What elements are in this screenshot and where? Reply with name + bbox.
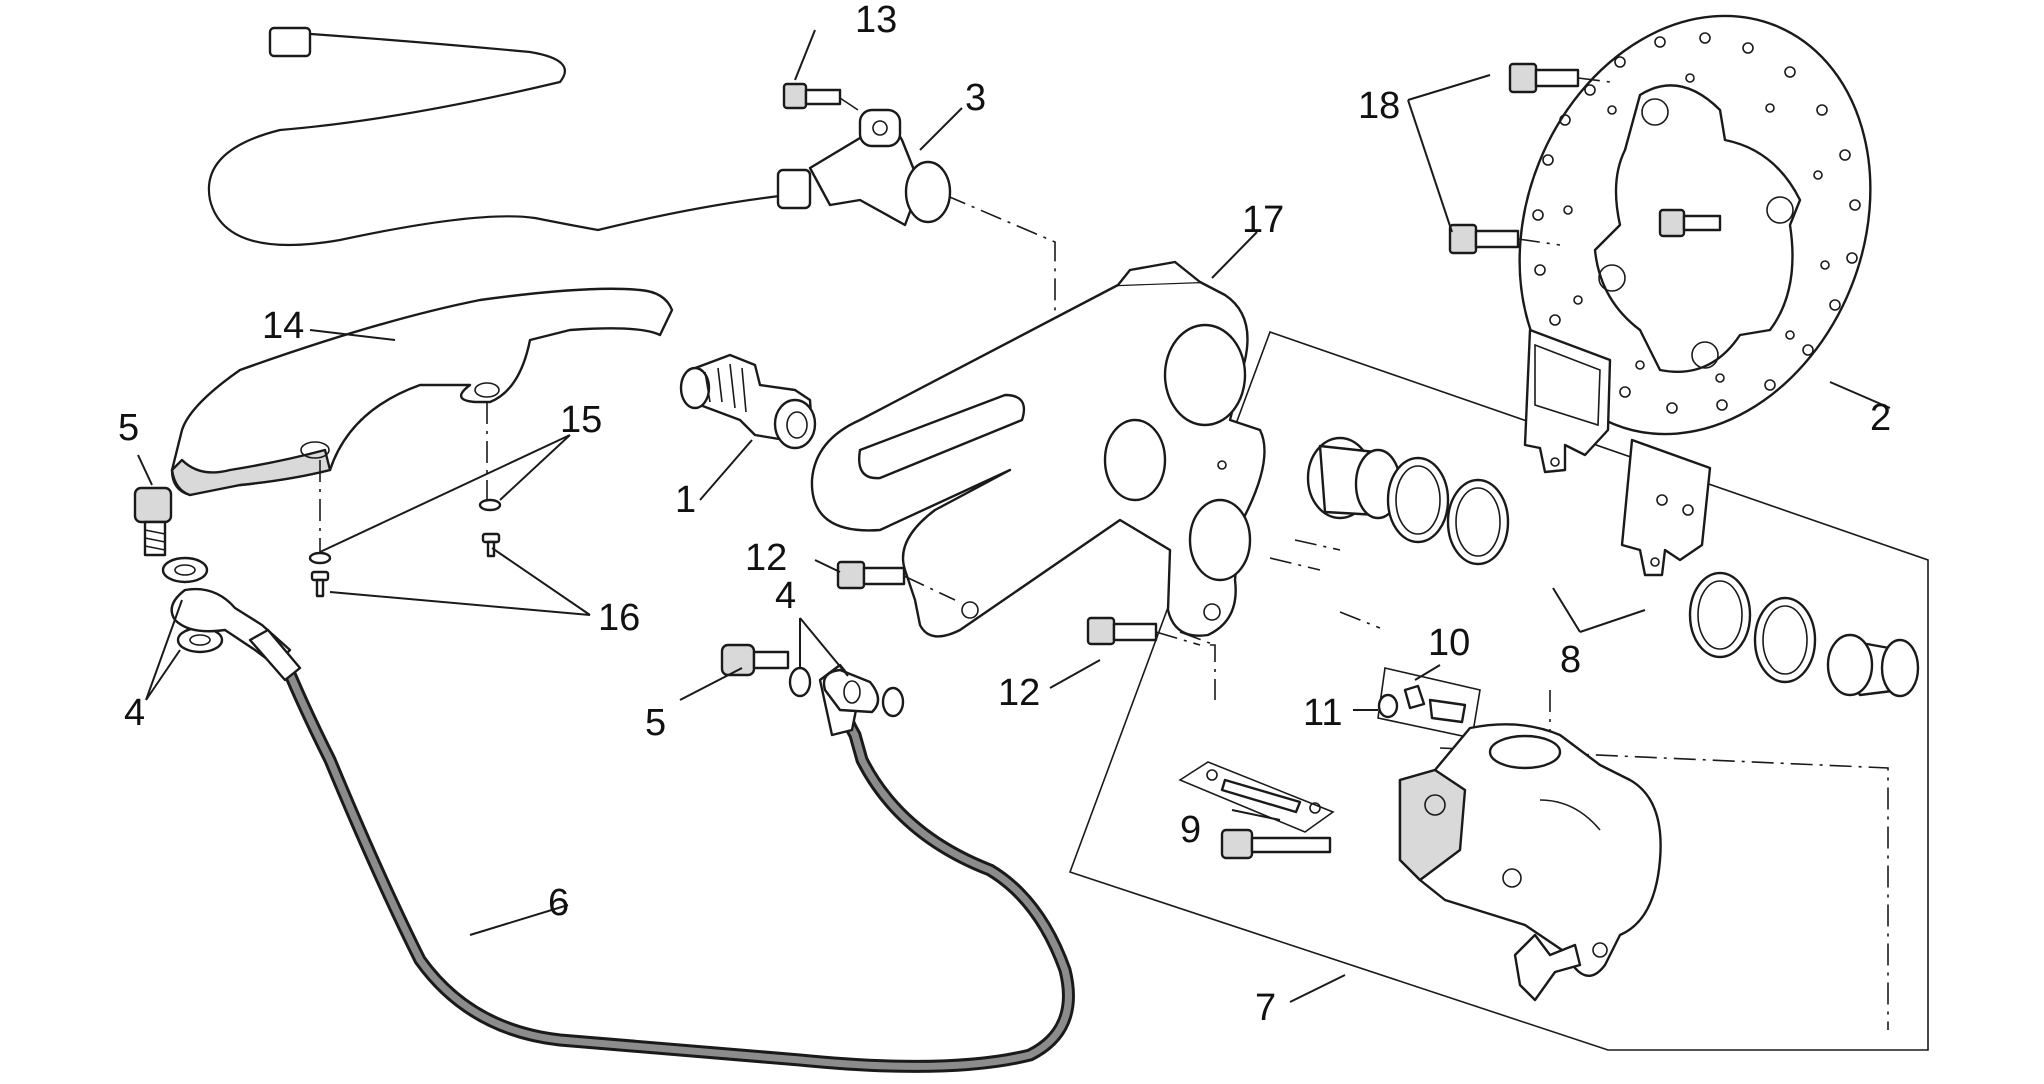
callout-16: 16 xyxy=(598,597,640,639)
callout-17: 17 xyxy=(1242,199,1284,241)
callout-12-upper: 12 xyxy=(745,537,787,579)
callout-labels: 1 2 3 4 4 5 5 6 7 8 9 10 11 12 12 13 14 … xyxy=(118,0,1891,1029)
callout-5-middle: 5 xyxy=(645,702,666,744)
guard-fasteners xyxy=(308,402,502,598)
callout-4-left: 4 xyxy=(124,692,145,734)
caliper-body xyxy=(1398,723,1662,1002)
brake-hose xyxy=(170,587,1075,1073)
caliper-bracket xyxy=(810,260,1266,638)
callout-8: 8 xyxy=(1560,639,1581,681)
callout-13: 13 xyxy=(855,0,897,41)
callout-1: 1 xyxy=(675,479,696,521)
speed-sensor xyxy=(207,26,952,247)
brake-pads xyxy=(1523,328,1712,577)
leader-lines xyxy=(137,29,1891,1003)
callout-7: 7 xyxy=(1255,987,1276,1029)
callout-14: 14 xyxy=(262,305,304,347)
banjo-bolt-middle xyxy=(720,643,905,718)
disc-vent-holes xyxy=(1532,32,1861,414)
callout-12-lower: 12 xyxy=(998,672,1040,714)
sensor-bolt xyxy=(782,82,859,111)
callout-3: 3 xyxy=(965,77,986,119)
bracket-bolts xyxy=(836,560,1201,646)
callout-4-middle: 4 xyxy=(775,575,796,617)
banjo-bolt-left xyxy=(133,486,224,654)
chain-guard xyxy=(170,287,674,497)
callout-11: 11 xyxy=(1303,692,1342,734)
caliper-pistons-seals xyxy=(1306,436,1920,698)
disc-bolts xyxy=(1448,62,1722,255)
callout-15: 15 xyxy=(560,399,602,441)
callout-5-left: 5 xyxy=(118,407,139,449)
caliper-pin xyxy=(679,353,817,450)
callout-6: 6 xyxy=(548,882,569,924)
bleed-valve-kit xyxy=(1377,667,1481,739)
callout-10: 10 xyxy=(1428,622,1470,664)
callout-9: 9 xyxy=(1180,809,1201,851)
callout-18: 18 xyxy=(1358,85,1400,127)
caliper-assembly-outline xyxy=(1068,330,1929,1051)
callout-2: 2 xyxy=(1870,397,1891,439)
pad-pin-kit xyxy=(1178,761,1335,860)
